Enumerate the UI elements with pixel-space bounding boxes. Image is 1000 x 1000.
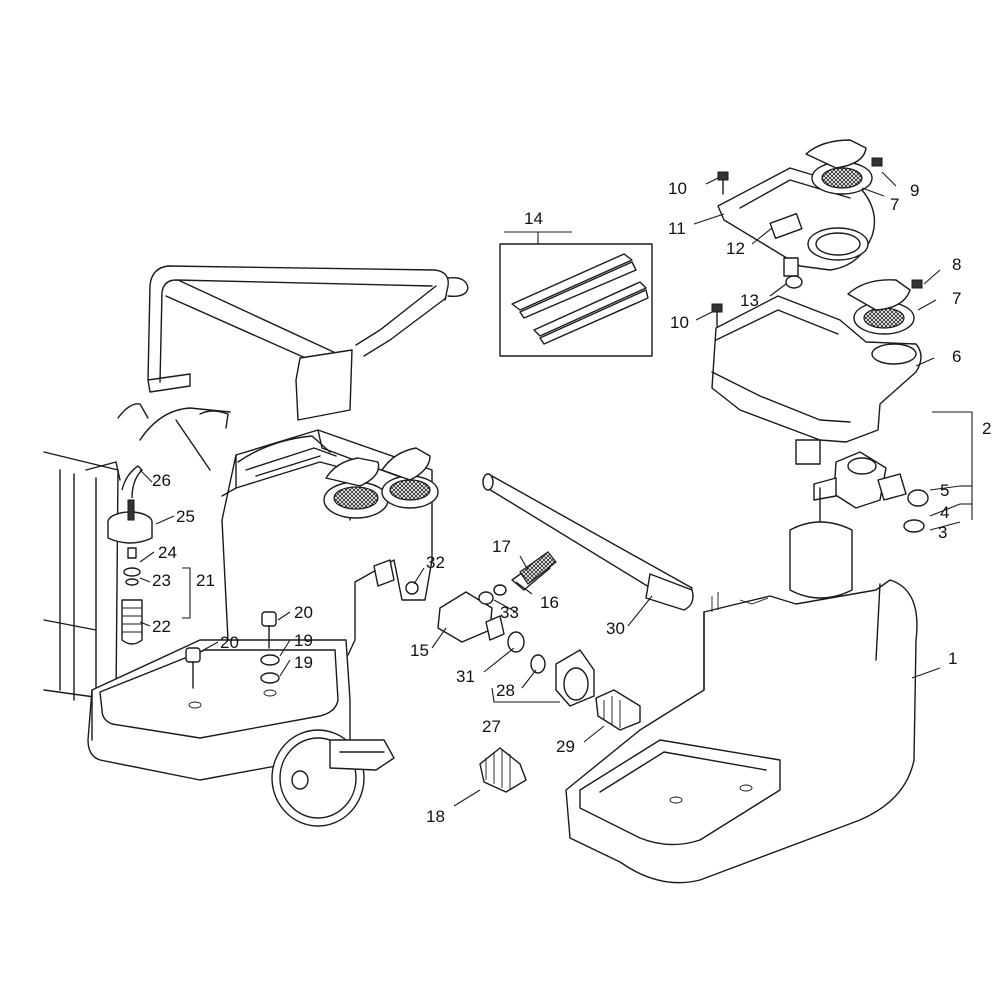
callout-25: 25 bbox=[176, 507, 195, 526]
callout-19-upper: 19 bbox=[294, 631, 313, 650]
callout-27: 27 bbox=[482, 717, 501, 736]
callout-6: 6 bbox=[952, 347, 961, 366]
callout-29: 29 bbox=[556, 737, 575, 756]
callout-16: 16 bbox=[540, 593, 559, 612]
callout-7-top: 7 bbox=[890, 195, 899, 214]
callout-30: 30 bbox=[606, 619, 625, 638]
callout-22: 22 bbox=[152, 617, 171, 636]
callout-10-top: 10 bbox=[668, 179, 687, 198]
callout-4: 4 bbox=[940, 503, 949, 522]
callout-7-lower: 7 bbox=[952, 289, 961, 308]
callout-labels: 1 2 3 4 5 6 7 7 8 9 10 10 11 12 13 14 15… bbox=[152, 179, 991, 826]
leader-lines bbox=[139, 171, 973, 807]
callout-11: 11 bbox=[668, 219, 686, 238]
callout-19-lower: 19 bbox=[294, 653, 313, 672]
callout-14: 14 bbox=[524, 209, 543, 228]
callout-17: 17 bbox=[492, 537, 511, 556]
callout-23: 23 bbox=[152, 571, 171, 590]
callout-5: 5 bbox=[940, 481, 949, 500]
base-assembly bbox=[565, 451, 929, 884]
upper-housing bbox=[711, 139, 923, 465]
callout-3: 3 bbox=[938, 523, 947, 542]
callout-12: 12 bbox=[726, 239, 745, 258]
callout-9: 9 bbox=[910, 181, 919, 200]
callout-26: 26 bbox=[152, 471, 171, 490]
seal-strip-box bbox=[499, 243, 653, 357]
callout-32: 32 bbox=[426, 553, 445, 572]
callout-33: 33 bbox=[500, 603, 519, 622]
callout-13: 13 bbox=[740, 291, 759, 310]
callout-15: 15 bbox=[410, 641, 429, 660]
callout-21: 21 bbox=[196, 571, 215, 590]
callout-10-lower: 10 bbox=[670, 313, 689, 332]
callout-2: 2 bbox=[982, 419, 991, 438]
callout-20-right: 20 bbox=[294, 603, 313, 622]
middle-parts bbox=[437, 473, 694, 793]
callout-18: 18 bbox=[426, 807, 445, 826]
callout-24: 24 bbox=[158, 543, 177, 562]
callout-20-left: 20 bbox=[220, 633, 239, 652]
callout-31: 31 bbox=[456, 667, 475, 686]
assembled-unit-left bbox=[43, 265, 469, 827]
callout-8: 8 bbox=[952, 255, 961, 274]
callout-28: 28 bbox=[496, 681, 515, 700]
callout-1: 1 bbox=[948, 649, 957, 668]
